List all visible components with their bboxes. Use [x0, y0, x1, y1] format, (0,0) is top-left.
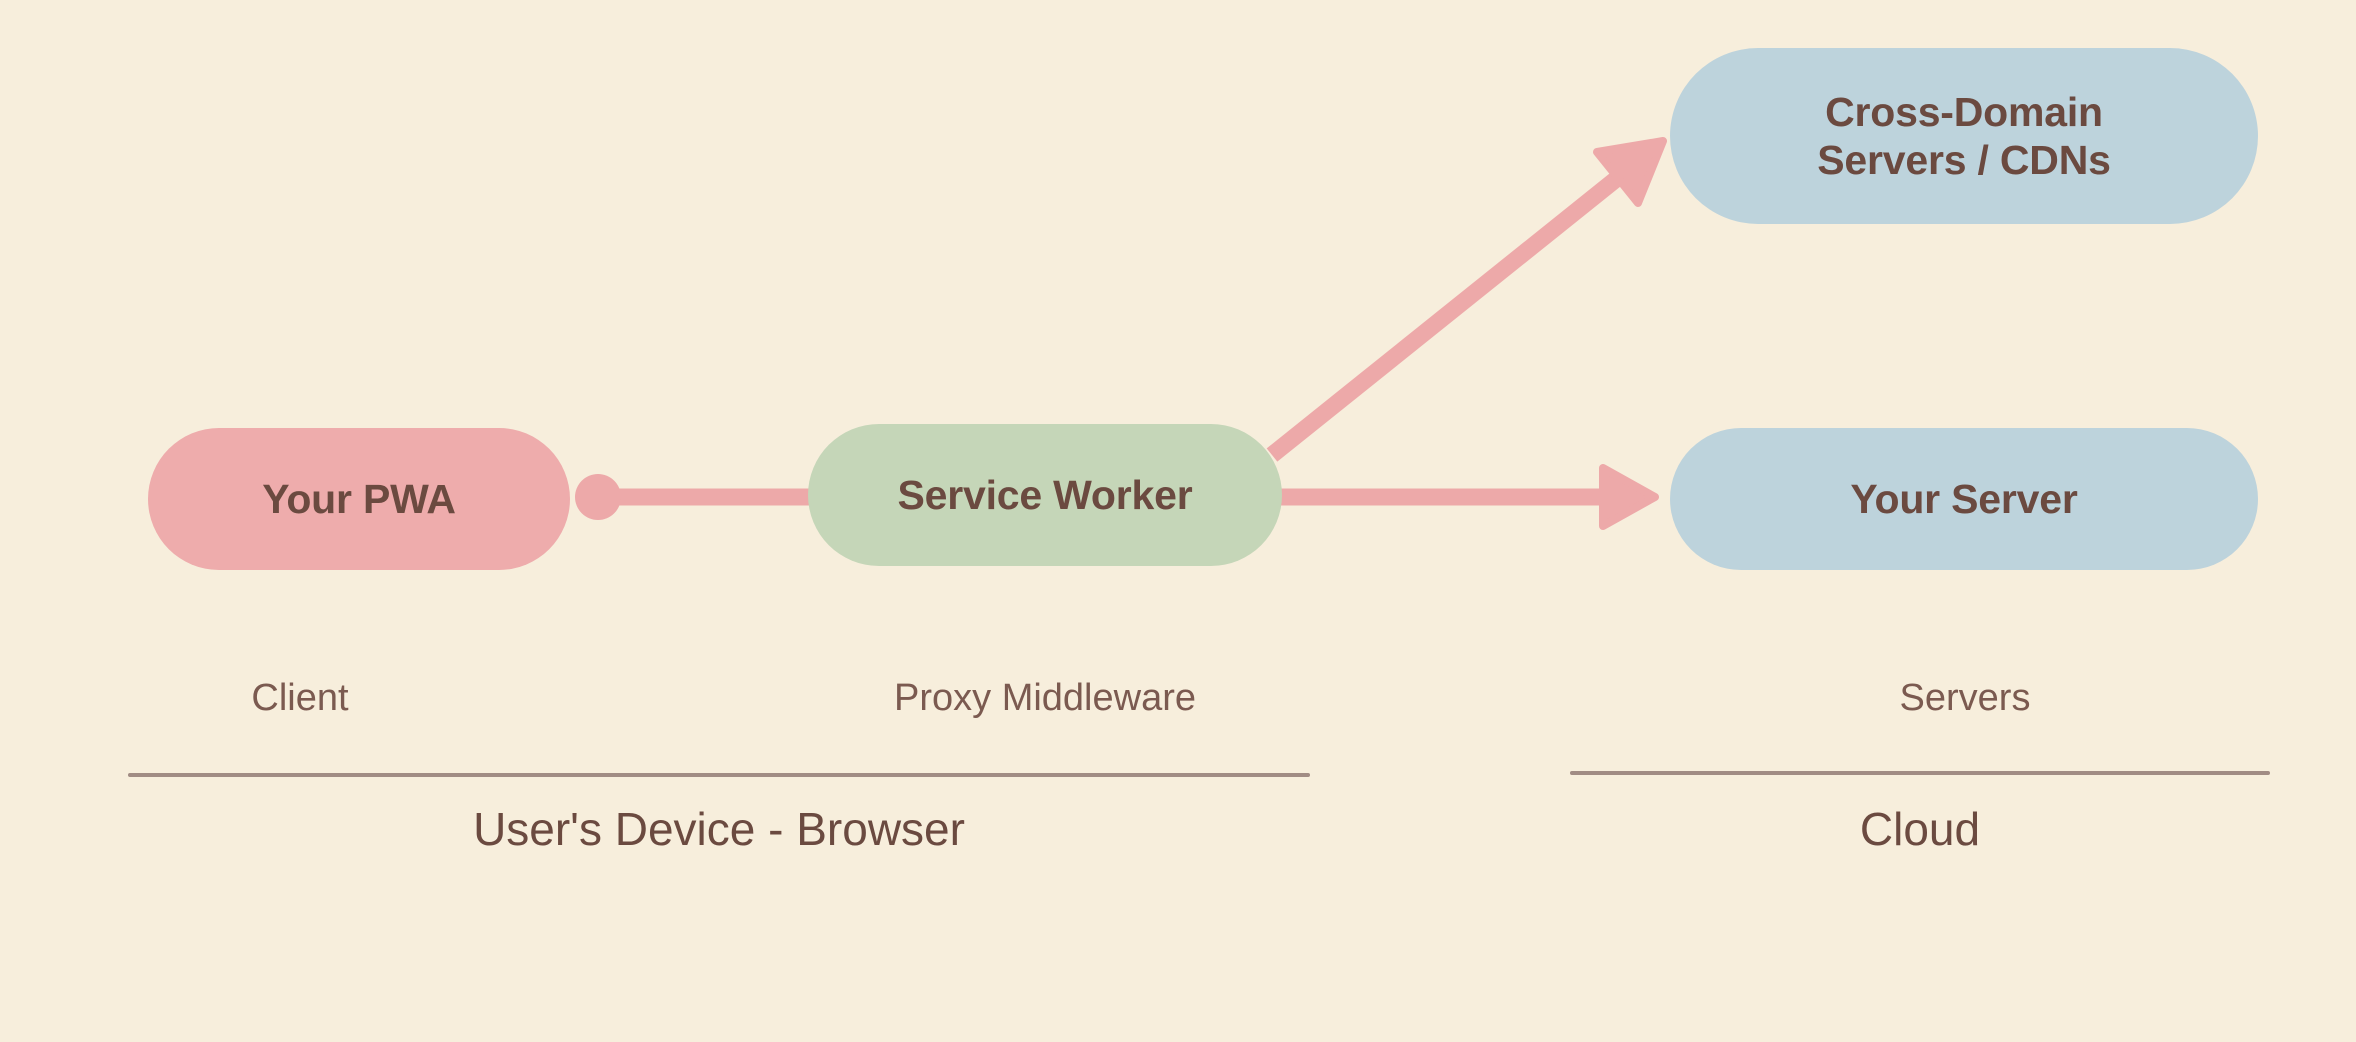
node-cross-domain-servers-cdns[interactable]: Cross-Domain Servers / CDNs	[1670, 48, 2258, 224]
zone-label-client: Client	[251, 677, 349, 719]
divider-device	[128, 773, 1310, 777]
node-your-server-label: Your Server	[1850, 475, 2078, 522]
connector-line-cross-domain	[1266, 169, 1626, 462]
connector-service-worker-to-cross-domain	[1266, 137, 1667, 462]
divider-cloud	[1570, 771, 2270, 775]
node-your-pwa-label: Your PWA	[262, 475, 456, 522]
connector-pwa-to-service-worker	[575, 474, 812, 520]
zone-label-proxy-middleware: Proxy Middleware	[894, 677, 1196, 719]
node-your-server[interactable]: Your Server	[1670, 428, 2258, 570]
node-your-pwa[interactable]: Your PWA	[148, 428, 570, 570]
node-service-worker[interactable]: Service Worker	[808, 424, 1282, 566]
region-label-users-device-browser: User's Device - Browser	[473, 803, 965, 855]
connector-service-worker-to-your-server	[1278, 464, 1659, 530]
node-service-worker-label: Service Worker	[897, 471, 1193, 518]
connector-dot-pwa	[575, 474, 621, 520]
zone-label-servers: Servers	[1899, 677, 2031, 719]
arrowhead-cross-domain-icon	[1593, 137, 1667, 207]
arrowhead-your-server-icon	[1599, 464, 1659, 530]
region-label-cloud: Cloud	[1859, 803, 1981, 855]
node-cross-domain-servers-cdns-label: Cross-Domain Servers / CDNs	[1817, 88, 2111, 183]
